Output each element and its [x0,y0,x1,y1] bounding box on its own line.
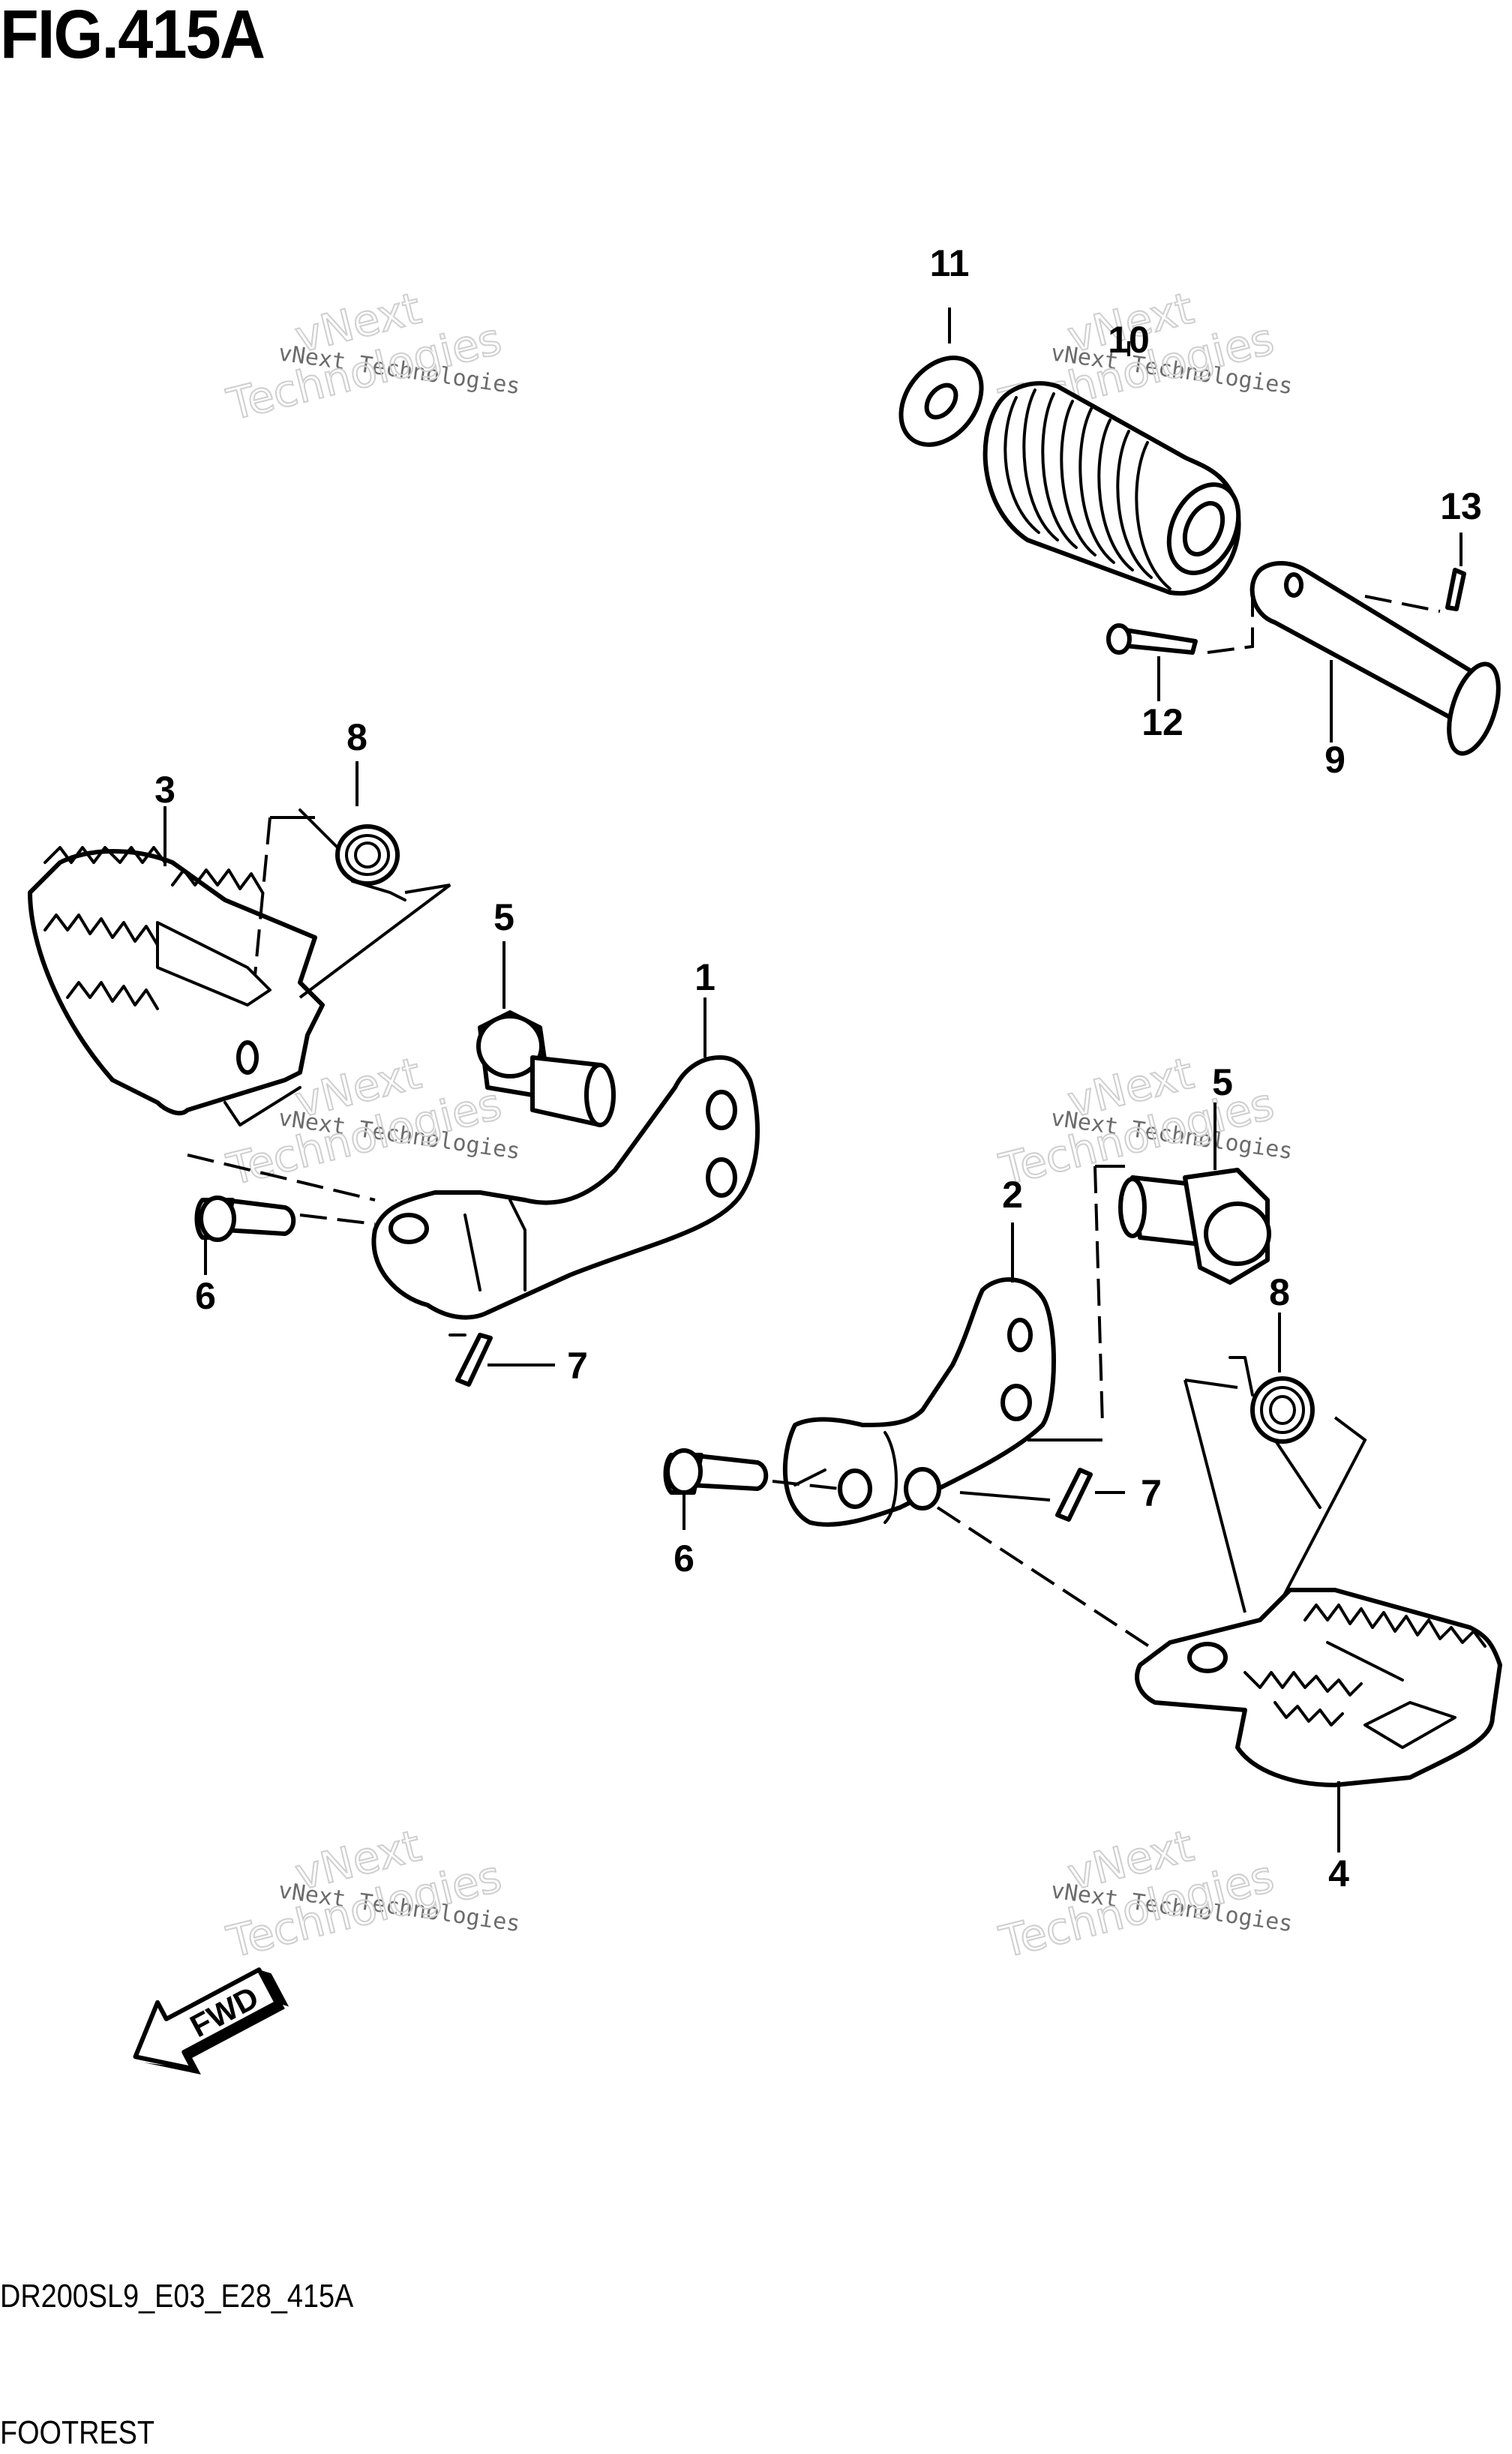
callout-number: 4 [1328,1852,1349,1894]
leader-line [298,884,452,999]
dashed-line [254,817,272,976]
watermark: vNext Technologies vNext Technologies [994,1820,1294,1969]
leader-line [1274,1416,1367,1613]
dashed-line [299,1214,376,1226]
washer-part-11 [898,356,984,447]
callout-number: 7 [567,1345,588,1387]
footrest-part-4 [1135,1588,1502,1787]
bolt-part-6 [663,1448,769,1495]
dashed-line [187,1154,376,1202]
watermark: vNext Technologies vNext Technologies [221,282,522,431]
spring-part-8 [1228,1356,1322,1509]
footrest-bracket-part-2 [782,1277,1056,1527]
spring-part-8 [298,808,406,902]
dashed-line [1364,595,1441,613]
cotter-pin-part-13 [1445,568,1466,611]
diagram-code: DR200SL9_E03_E28_415A [0,2278,354,2314]
dashed-line [772,1480,841,1490]
callout-number: 13 [1440,485,1482,527]
callout-number: 6 [195,1275,216,1317]
leader-line [1184,1379,1246,1613]
callout-number: 5 [494,896,514,938]
cotter-pin-part-7 [1055,1468,1093,1522]
callout-number: 8 [346,716,368,758]
callout-number: 11 [930,242,970,284]
callout-number: 12 [1142,701,1184,743]
callout-number: 7 [1141,1472,1162,1514]
footpeg-shaft-part-9 [1250,561,1501,756]
leader-line [959,1491,1051,1502]
callout-number: 10 [1108,319,1150,361]
bolt-part-6 [194,1196,296,1242]
dashed-line [1207,596,1254,654]
bolt-part-5 [476,1010,616,1127]
pin-part-12 [1106,623,1198,655]
forward-arrow: FWD [133,1967,290,2075]
leader-line [1184,1378,1238,1389]
callout-number: 1 [694,956,716,998]
callout-number: 8 [1269,1271,1290,1313]
cotter-pin-part-7 [455,1333,493,1387]
figure-title: FIG.415A [0,0,266,73]
footpeg-rubber-part-10 [982,381,1241,596]
callout-number: 9 [1324,739,1346,781]
diagram-name: FOOTREST [0,2414,155,2451]
footrest-bracket-part-1 [371,1055,760,1320]
callout-number: 6 [674,1538,694,1580]
callout-number: 3 [154,769,176,811]
watermark: vNext Technologies vNext Technologies [994,1047,1294,1196]
dashed-line [936,1506,1179,1666]
callout-number: 5 [1212,1061,1233,1103]
callout-number: 2 [1002,1174,1023,1216]
bolt-part-5 [1118,1168,1271,1285]
watermark: vNext Technologies vNext Technologies [221,1820,522,1969]
dashed-line [1094,1166,1104,1426]
footrest-part-3 [28,846,325,1126]
